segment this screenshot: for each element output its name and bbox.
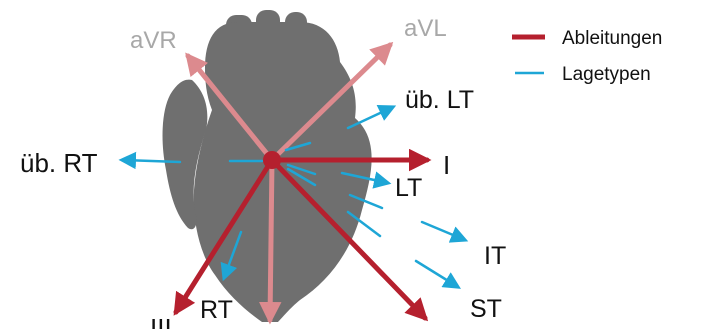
- st-arrow: [416, 261, 458, 287]
- lead-iii-label: III: [150, 313, 172, 329]
- lead-i-label: I: [443, 150, 450, 180]
- lead-avl-label: aVL: [404, 15, 447, 42]
- legend: Ableitungen Lagetypen: [512, 28, 662, 85]
- lead-avf-axis: [270, 160, 272, 320]
- ueb-lt-label: üb. LT: [405, 86, 474, 114]
- ueb-rt-label: üb. RT: [20, 148, 98, 178]
- lt-label: LT: [395, 174, 422, 202]
- axis-center-dot: [263, 151, 281, 169]
- legend-leads-label: Ableitungen: [562, 28, 662, 49]
- lead-avr-label: aVR: [130, 27, 177, 54]
- it-label: IT: [484, 242, 506, 270]
- it-arrow: [422, 222, 465, 240]
- st-label: ST: [470, 295, 502, 323]
- legend-axis-types-label: Lagetypen: [562, 64, 651, 85]
- rt-label: RT: [200, 296, 233, 324]
